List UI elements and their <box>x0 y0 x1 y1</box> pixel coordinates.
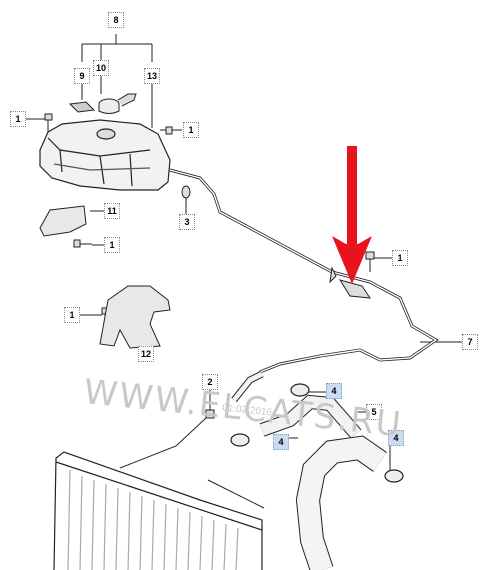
tank-cap <box>98 93 137 114</box>
callout-1-tank-right: 1 <box>183 122 199 138</box>
callout-5: 5 <box>366 404 382 420</box>
callout-11: 11 <box>104 203 120 219</box>
hose-connector <box>338 279 372 299</box>
callout-10: 10 <box>93 60 109 76</box>
red-arrow-icon <box>332 146 372 284</box>
callout-1-bracket: 1 <box>104 237 120 253</box>
callout-4-top: 4 <box>326 383 342 399</box>
callout-3: 3 <box>179 214 195 230</box>
callout-12: 12 <box>138 346 154 362</box>
bracket-12 <box>99 285 171 349</box>
callout-4-right: 4 <box>388 430 404 446</box>
radiator <box>53 451 263 570</box>
bracket-11 <box>39 205 87 237</box>
leaders-9-10-13 <box>81 74 153 128</box>
callout-9: 9 <box>74 68 90 84</box>
hose-clamps <box>230 383 404 483</box>
callout-1-hose: 1 <box>392 250 408 266</box>
hose-7 <box>169 168 439 374</box>
callout-4-middle: 4 <box>273 434 289 450</box>
callout-1-lower: 1 <box>64 307 80 323</box>
leader-8 <box>81 34 153 62</box>
callout-7: 7 <box>462 334 478 350</box>
expansion-tank <box>39 119 171 191</box>
grommet-3 <box>181 185 191 199</box>
callout-2: 2 <box>202 374 218 390</box>
callout-13: 13 <box>144 68 160 84</box>
label-plate <box>68 101 96 113</box>
callout-1-top-left: 1 <box>10 111 26 127</box>
clip-2 <box>205 409 215 419</box>
callout-8: 8 <box>108 12 124 28</box>
